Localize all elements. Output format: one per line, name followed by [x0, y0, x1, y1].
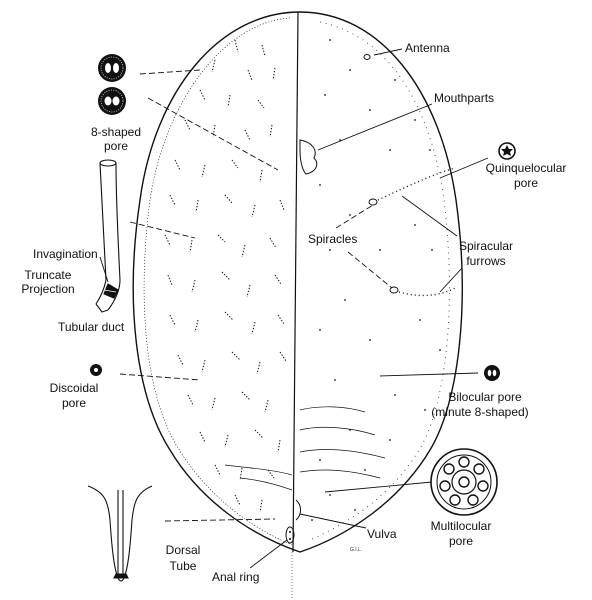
label-antenna: Antenna: [405, 41, 450, 55]
posterior-spiracle: [389, 286, 399, 294]
leader-8-shaped-pore: [139, 69, 201, 75]
label-quinquelocular-1: Quinquelocular: [486, 161, 567, 175]
discoidal-pore-icon: [90, 364, 102, 376]
ventral-pores-texture: [311, 39, 441, 521]
eight-shaped-pore-icon: [98, 54, 126, 115]
label-spiracles: Spiracles: [308, 232, 357, 246]
label-dorsal-1: Dorsal: [166, 543, 201, 557]
dorsal-margin-line: [143, 17, 293, 546]
leader-spiracular-upper: [401, 195, 458, 237]
segment-lines: [224, 406, 386, 491]
label-multilocular-1: Multilocular: [431, 519, 492, 533]
tubular-duct-icon: [95, 159, 121, 313]
label-bilocular-2: (minute 8-shaped): [431, 405, 528, 419]
label-multilocular-2: pore: [449, 534, 473, 548]
leader-vulva: [299, 513, 367, 529]
leader-antenna: [373, 48, 403, 56]
label-tubular-duct: Tubular duct: [58, 320, 125, 334]
leader-invagination: [99, 256, 109, 283]
mouthparts-shape: [299, 139, 318, 175]
body-outline: [132, 11, 463, 553]
leader-discoidal: [119, 373, 201, 381]
label-discoidal-2: pore: [62, 396, 86, 410]
label-dorsal-2: Tube: [170, 559, 197, 573]
label-discoidal-1: Discoidal: [50, 381, 99, 395]
leader-spiracular-lower: [439, 267, 463, 293]
bilocular-pore-icon: [484, 365, 500, 381]
label-eight-shaped-2: pore: [104, 139, 128, 153]
artist-signature: G.I.L.: [350, 547, 362, 553]
label-truncate-1: Truncate: [25, 268, 72, 282]
leader-anal-ring: [249, 539, 288, 569]
label-anal-ring: Anal ring: [212, 570, 259, 584]
posterior-spiracular-furrow: [398, 287, 456, 297]
leader-8-shaped-pore-2: [147, 97, 279, 171]
label-invagination: Invagination: [33, 247, 98, 261]
leader-spiracle-lower: [347, 251, 393, 289]
multilocular-pore-icon: [430, 448, 498, 516]
label-truncate-2: Projection: [21, 282, 74, 296]
leader-bilocular: [379, 372, 479, 377]
label-bilocular-1: Bilocular pore: [448, 390, 522, 404]
dorsal-tube-icon: [87, 485, 153, 582]
leader-dorsal-tube: [164, 518, 276, 522]
leader-mouthparts: [317, 103, 433, 151]
label-spiracular-2: furrows: [466, 254, 505, 268]
dorsal-ducts-texture: [164, 39, 287, 513]
leader-lines: [99, 48, 489, 569]
label-vulva: Vulva: [367, 527, 397, 541]
label-quinquelocular-2: pore: [514, 176, 538, 190]
vulva-shape: [295, 499, 301, 521]
quinquelocular-pore-icon: [498, 142, 516, 160]
body-midline: [292, 11, 299, 553]
anterior-spiracle: [368, 198, 378, 206]
leader-spiracle-upper: [335, 204, 374, 229]
label-mouthparts: Mouthparts: [434, 91, 494, 105]
anal-ring-shape: [285, 526, 295, 544]
antenna-shape: [363, 54, 371, 60]
leader-quinquelocular: [439, 157, 489, 179]
label-spiracular-1: Spiracular: [459, 239, 513, 253]
label-eight-shaped-1: 8-shaped: [91, 125, 141, 139]
leader-tubular-duct: [129, 221, 196, 239]
ventral-margin-dots: [309, 21, 450, 541]
leader-multilocular: [324, 481, 433, 493]
